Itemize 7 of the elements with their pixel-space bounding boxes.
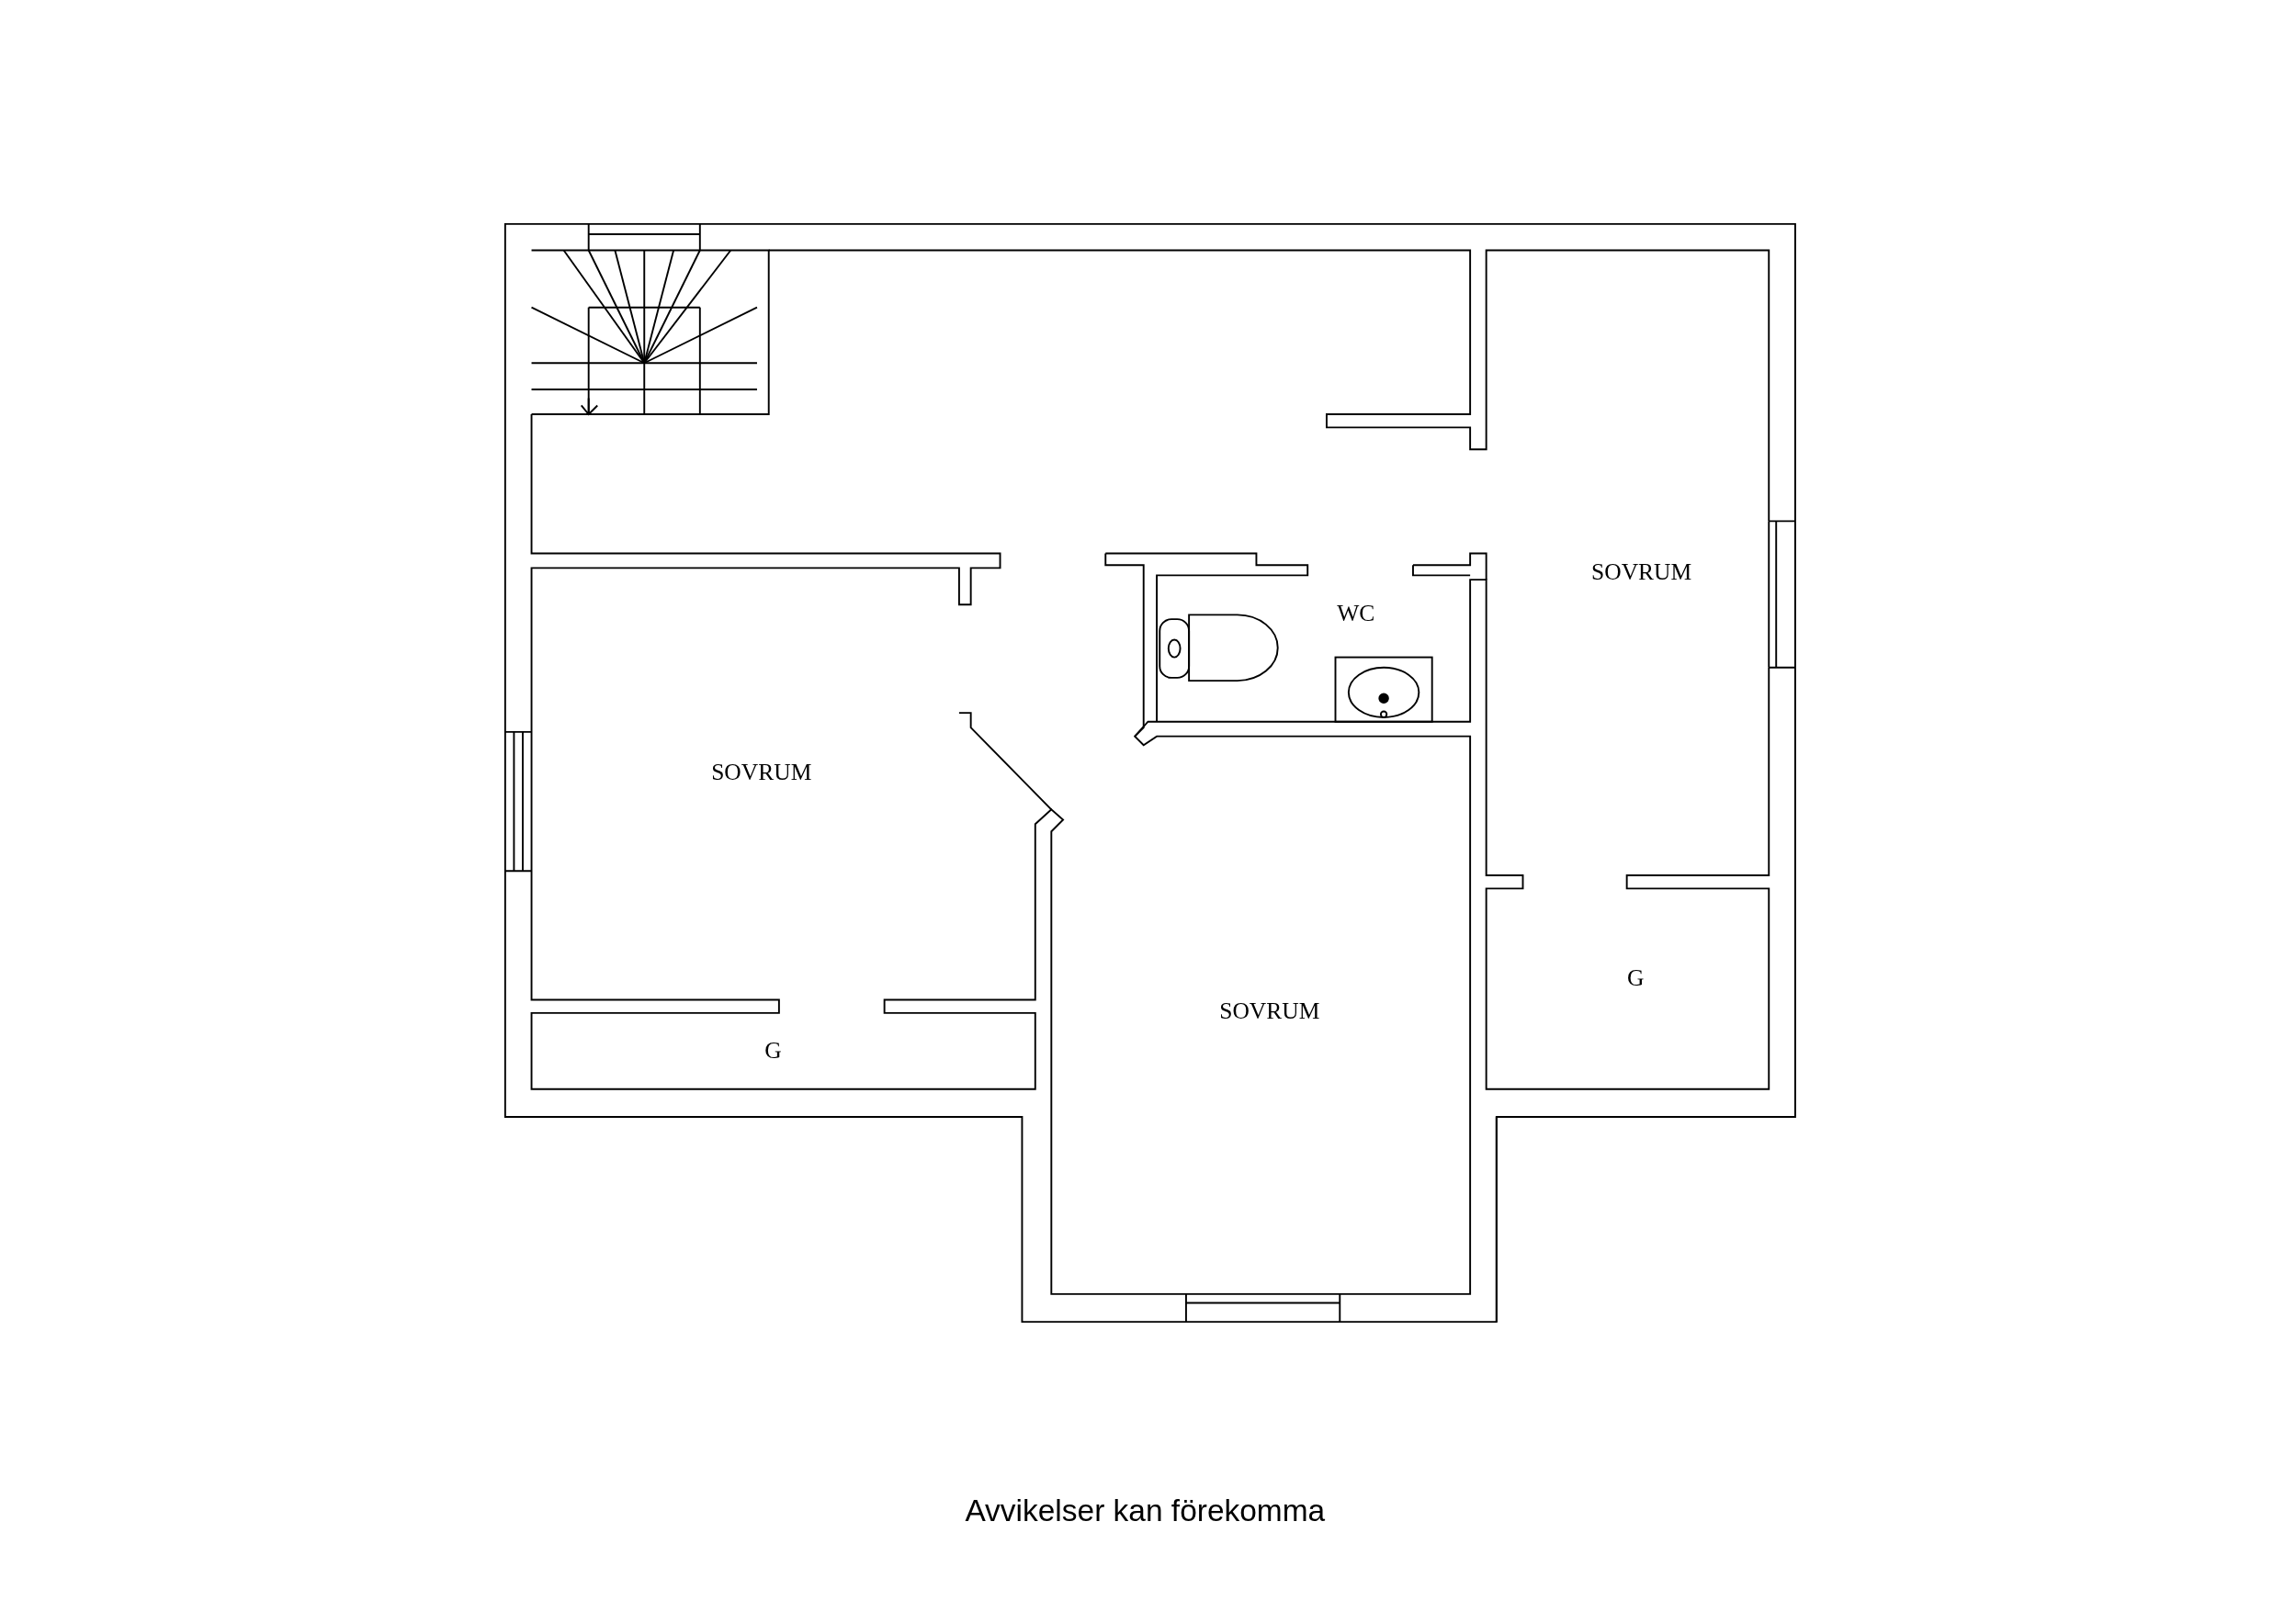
room-label: G	[764, 1037, 782, 1065]
room-label: SOVRUM	[1219, 997, 1320, 1025]
room-label: WC	[1337, 600, 1375, 627]
caption: Avvikelser kan förekomma	[965, 1493, 1326, 1528]
room-label: G	[1627, 964, 1645, 991]
room-label: SOVRUM	[1591, 558, 1692, 586]
room-label: SOVRUM	[711, 760, 812, 786]
